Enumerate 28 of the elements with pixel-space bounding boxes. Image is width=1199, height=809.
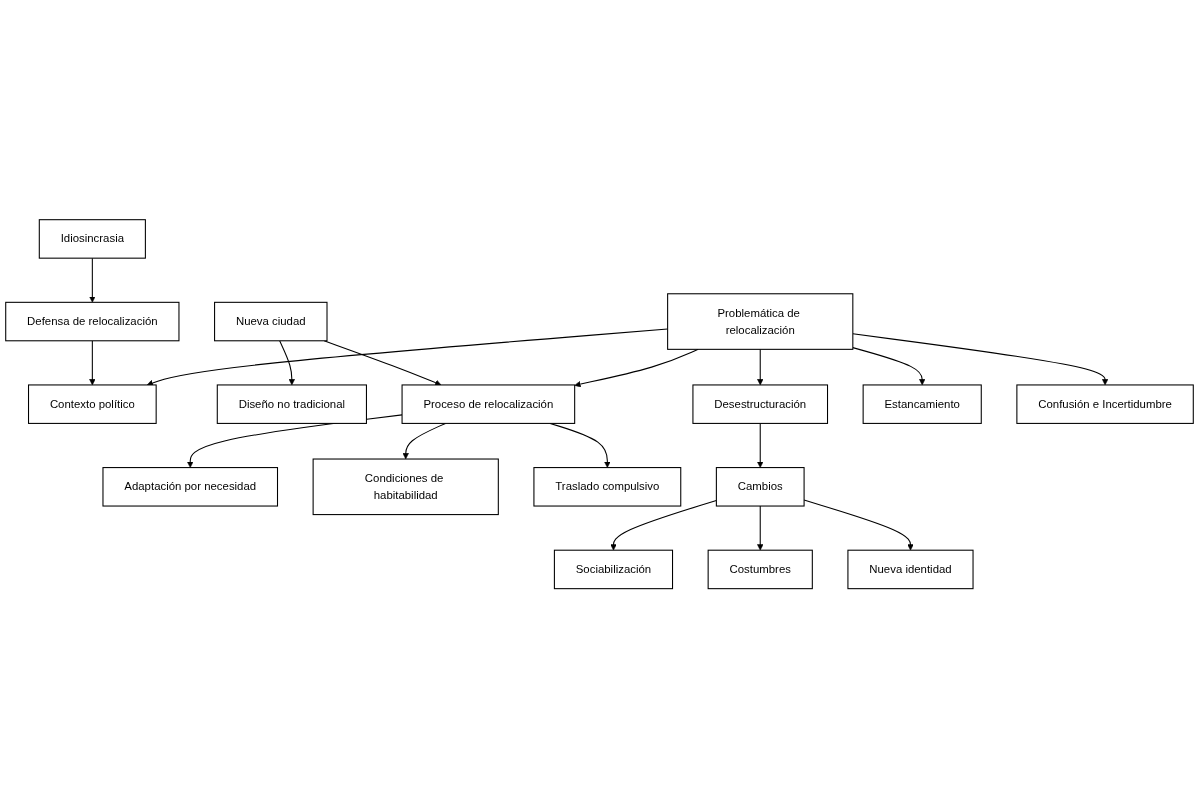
arrow [402,423,446,460]
arrow [852,333,1109,386]
arrow [89,257,96,303]
node-box: Defensa de relocalización [5,302,180,342]
node-box: Adaptación por necesidad [102,467,279,507]
node-box: Costumbres [707,549,813,590]
arrow [757,505,764,551]
node-box: Sociabilización [553,549,674,590]
arrow [757,423,764,469]
node-box: Proceso de relocalización [401,384,576,425]
node-box: Nueva ciudad [214,302,328,342]
node-box: Diseño no tradicional [216,384,367,425]
node-box: Problemática de relocalización [667,293,854,351]
node-box: Cambios [715,467,805,507]
node-box: Condiciones de habitabilidad [312,458,499,516]
node-box: Estancamiento [862,384,982,425]
arrow [574,349,699,388]
node-box: Traslado compulsivo [533,467,682,507]
arrow [852,347,926,386]
arrow [89,340,96,386]
node-box: Idiosincrasia [38,219,146,259]
arrow [610,500,717,551]
arrow [279,340,295,386]
node-box: Confusión e Incertidumbre [1016,384,1194,425]
arrow [757,349,764,386]
node-box: Contexto político [28,384,157,425]
node-box: Desestructuración [692,384,829,425]
node-box: Nueva identidad [847,549,974,590]
